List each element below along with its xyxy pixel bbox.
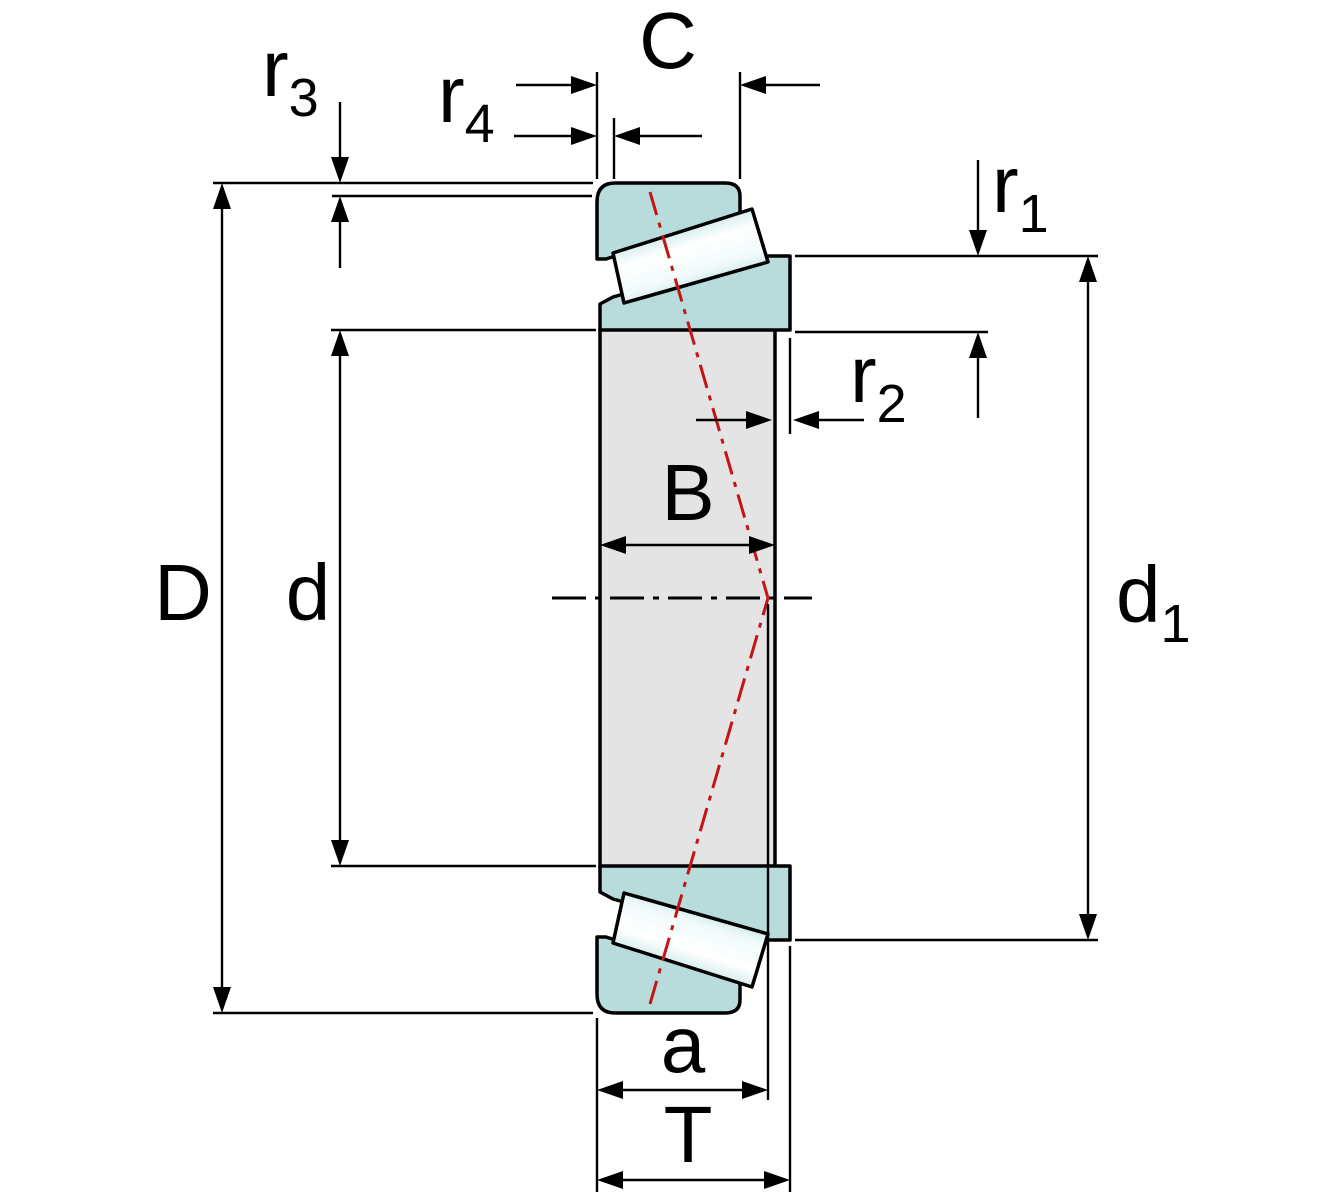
arrowhead-up-icon <box>969 332 987 358</box>
arrowhead-down-icon <box>331 157 349 183</box>
arrowhead-down-icon <box>213 987 231 1013</box>
arrowhead-right-icon <box>571 76 597 94</box>
extension-lines <box>213 72 1098 1192</box>
dimension-label-d: d <box>286 548 331 637</box>
dimension-label-T: T <box>664 1090 713 1179</box>
arrowhead-down-icon <box>331 840 349 866</box>
dimension-label-r2: r2 <box>850 330 907 434</box>
dimension-D: D <box>154 183 231 1013</box>
arrowhead-left-icon <box>740 76 766 94</box>
arrowhead-up-icon <box>331 330 349 356</box>
arrowhead-right-icon <box>571 127 597 145</box>
arrowhead-up-icon <box>213 183 231 209</box>
arrowhead-down-icon <box>969 230 987 256</box>
outer-ring-top-section <box>595 181 742 261</box>
arrowhead-up-icon <box>1079 256 1097 282</box>
arrowhead-left-icon <box>597 1171 623 1189</box>
dimension-label-d1: d1 <box>1116 550 1191 654</box>
arrowhead-left-icon <box>614 127 640 145</box>
arrowhead-left-icon <box>597 1081 623 1099</box>
dimension-label-D: D <box>154 548 212 637</box>
dimension-B: B <box>600 448 775 554</box>
dimension-r3: r3 <box>262 24 349 268</box>
dimension-d1: d1 <box>1079 256 1191 940</box>
outer-ring-bottom-section <box>595 935 742 1015</box>
dimension-d: d <box>286 330 349 866</box>
arrowhead-down-icon <box>1079 914 1097 940</box>
arrowhead-right-icon <box>764 1171 790 1189</box>
dimension-label-C: C <box>639 0 697 85</box>
centerlines <box>552 191 812 1005</box>
dimension-label-r3: r3 <box>262 24 319 128</box>
dimension-r1: r1 <box>969 140 1049 418</box>
dimension-label-B: B <box>661 448 714 537</box>
dimension-label-r4: r4 <box>438 50 495 154</box>
dimension-a: a <box>597 1000 768 1099</box>
dimension-C: C <box>516 0 820 94</box>
dimension-r2: r2 <box>696 330 907 434</box>
arrowhead-left-icon <box>600 536 626 554</box>
dimension-r4: r4 <box>438 50 702 154</box>
arrowhead-up-icon <box>331 196 349 222</box>
arrowhead-left-icon <box>793 411 819 429</box>
arrowhead-right-icon <box>749 536 775 554</box>
dimension-T: T <box>597 1090 790 1189</box>
tapered-roller-top <box>611 207 770 305</box>
dimension-label-r1: r1 <box>992 140 1049 244</box>
arrowhead-right-icon <box>742 1081 768 1099</box>
arrowhead-right-icon <box>746 411 772 429</box>
dimension-label-a: a <box>661 1000 706 1089</box>
